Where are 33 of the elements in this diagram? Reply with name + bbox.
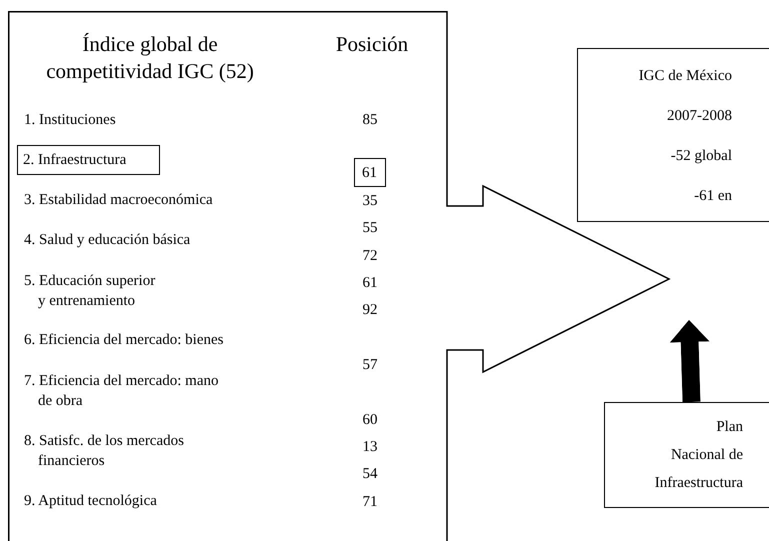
item-label: 8. Satisfc. de los mercados financieros xyxy=(24,432,184,471)
panel-heading: Índice global de competitividad IGC (52) xyxy=(45,31,255,85)
result-box xyxy=(577,48,769,222)
plan-title: Plan Nacional de Infraestructura xyxy=(654,418,743,493)
item-label: 4. Salud y educación básica xyxy=(24,231,190,250)
highlight-box xyxy=(354,158,386,187)
item-label: 1. Instituciones xyxy=(24,111,116,130)
position-value: 60 xyxy=(362,411,378,430)
position-value: 71 xyxy=(362,493,378,512)
position-value: 85 xyxy=(362,111,378,130)
position-value: 57 xyxy=(362,356,378,375)
position-value: 55 xyxy=(362,219,378,238)
position-value: 61 xyxy=(362,274,378,293)
position-value: 54 xyxy=(362,465,378,484)
item-label: 3. Estabilidad macroeconómica xyxy=(24,191,213,210)
item-label: 7. Eficiencia del mercado: mano de obra xyxy=(24,372,218,411)
plan-box xyxy=(604,402,769,508)
position-value: 13 xyxy=(362,438,378,457)
infrastructure-rank: -61 en xyxy=(694,187,732,206)
column-heading: Posición xyxy=(334,31,410,58)
item-label: 9. Aptitud tecnológica xyxy=(24,492,157,511)
highlight-box xyxy=(17,145,160,175)
global-rank: -52 global xyxy=(670,147,732,166)
position-value: 35 xyxy=(362,192,378,211)
item-label: 5. Educación superior y entrenamiento xyxy=(24,272,156,311)
year-range: 2007-2008 xyxy=(667,107,732,126)
item-label: 2. Infraestructura xyxy=(23,151,126,170)
position-value: 92 xyxy=(362,301,378,320)
position-value: 61 xyxy=(361,164,378,183)
thick-arrow xyxy=(670,320,710,402)
result-title: IGC de México xyxy=(638,67,732,86)
item-label: 6. Eficiencia del mercado: bienes xyxy=(24,331,224,350)
position-value: 72 xyxy=(362,247,378,266)
